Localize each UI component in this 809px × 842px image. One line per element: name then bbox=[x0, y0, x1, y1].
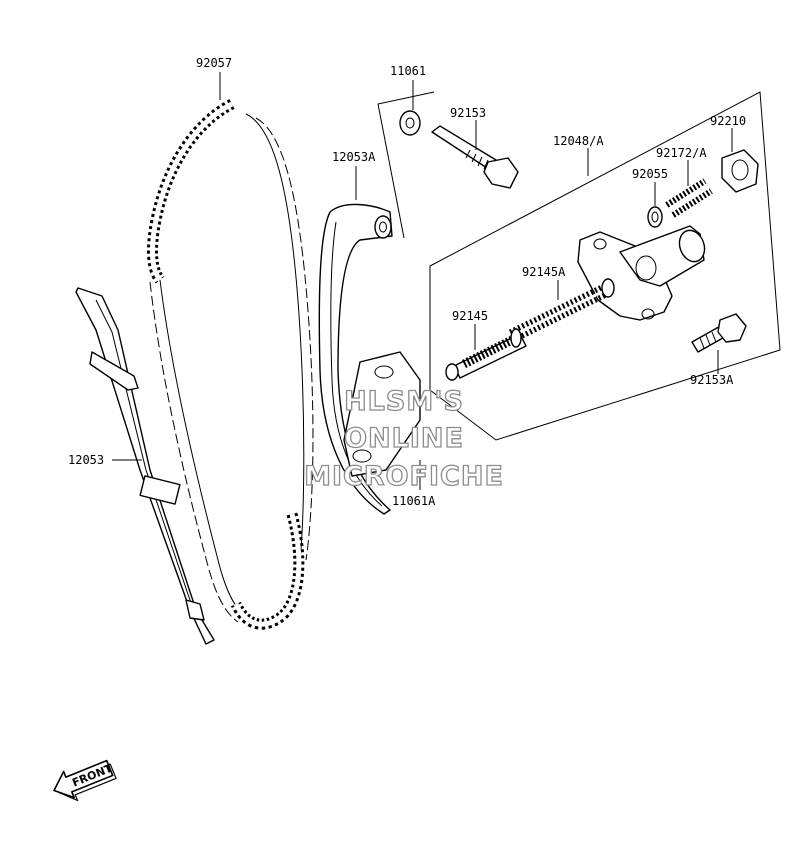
label-11061A: 11061A bbox=[392, 494, 436, 508]
label-92055: 92055 bbox=[632, 167, 668, 181]
label-92153: 92153 bbox=[450, 106, 486, 120]
tensioner-arm-12053A bbox=[318, 203, 393, 515]
label-11061: 11061 bbox=[390, 64, 426, 78]
cap-nut-92210 bbox=[721, 149, 759, 193]
watermark-line-1: HLSM'S bbox=[344, 386, 464, 417]
watermark-line-2: ONLINE bbox=[344, 423, 464, 454]
label-92145: 92145 bbox=[452, 309, 488, 323]
label-92057: 92057 bbox=[196, 56, 232, 70]
rod-92145 bbox=[445, 328, 527, 381]
gasket-11061A bbox=[343, 351, 421, 477]
o-ring-92055 bbox=[647, 206, 663, 228]
label-12048A: 12048/A bbox=[553, 134, 604, 148]
cam-chain-92057 bbox=[147, 99, 314, 630]
label-92145A: 92145A bbox=[522, 265, 566, 279]
watermark-line-3: MICROFICHE bbox=[304, 461, 504, 492]
bolt-92153 bbox=[431, 125, 519, 189]
front-arrow-icon: FRONT bbox=[53, 759, 117, 802]
spring-92145A bbox=[508, 278, 615, 343]
label-92210: 92210 bbox=[710, 114, 746, 128]
label-92172A: 92172/A bbox=[656, 146, 707, 160]
tensioner-body-12048 bbox=[577, 225, 706, 321]
part-labels: 92057 11061 92153 12053A 12048/A 92210 9… bbox=[68, 56, 746, 508]
leader-lines bbox=[112, 72, 733, 490]
label-92153A: 92153A bbox=[690, 373, 734, 387]
watermark: HLSM'S ONLINE MICROFICHE bbox=[303, 385, 504, 492]
label-12053: 12053 bbox=[68, 453, 104, 467]
washer-11061 bbox=[399, 110, 421, 136]
assembly-bracket-lines bbox=[377, 91, 781, 441]
chain-guide-12053 bbox=[75, 287, 215, 645]
label-12053A: 12053A bbox=[332, 150, 376, 164]
bolt-92153A bbox=[691, 313, 747, 353]
spring-92172A bbox=[665, 178, 713, 218]
